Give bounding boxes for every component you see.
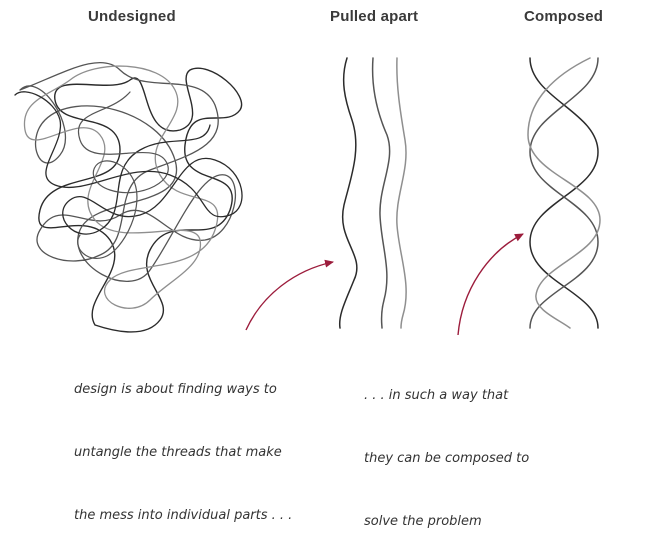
pulled-thread-mid (371, 57, 391, 329)
annotation-left-line-3: the mess into individual parts . . . (74, 508, 293, 523)
title-pulled-apart: Pulled apart (330, 8, 419, 25)
annotation-right-line-2: they can be composed to (364, 451, 530, 466)
annotation-left: design is about finding ways to untangle… (74, 337, 292, 547)
arrow-to-pulled-apart (245, 259, 334, 331)
composed-braid (527, 57, 601, 329)
diagram-canvas (14, 57, 601, 336)
braid-thread-light (527, 57, 601, 329)
annotation-right-line-1: . . . in such a way that (364, 388, 509, 403)
tangle-thread-dark-2 (14, 91, 243, 235)
title-composed: Composed (524, 8, 604, 25)
annotation-right-line-3: solve the problem (364, 514, 482, 529)
pulled-thread-dark (338, 57, 358, 329)
tangle-threads (14, 61, 243, 333)
braid-thread-dark (529, 57, 599, 329)
tangle-thread-mid (19, 61, 237, 282)
annotation-left-line-2: untangle the threads that make (74, 445, 282, 460)
braid-thread-mid (529, 57, 599, 329)
annotation-left-line-1: design is about finding ways to (74, 382, 277, 397)
annotation-right: . . . in such a way that they can be com… (364, 343, 529, 553)
title-undesigned: Undesigned (88, 8, 176, 25)
pulled-apart-threads (338, 57, 407, 329)
arrow-to-composed (457, 233, 524, 336)
tangle-thread-mid-2 (77, 91, 169, 259)
pulled-thread-light (396, 57, 407, 329)
